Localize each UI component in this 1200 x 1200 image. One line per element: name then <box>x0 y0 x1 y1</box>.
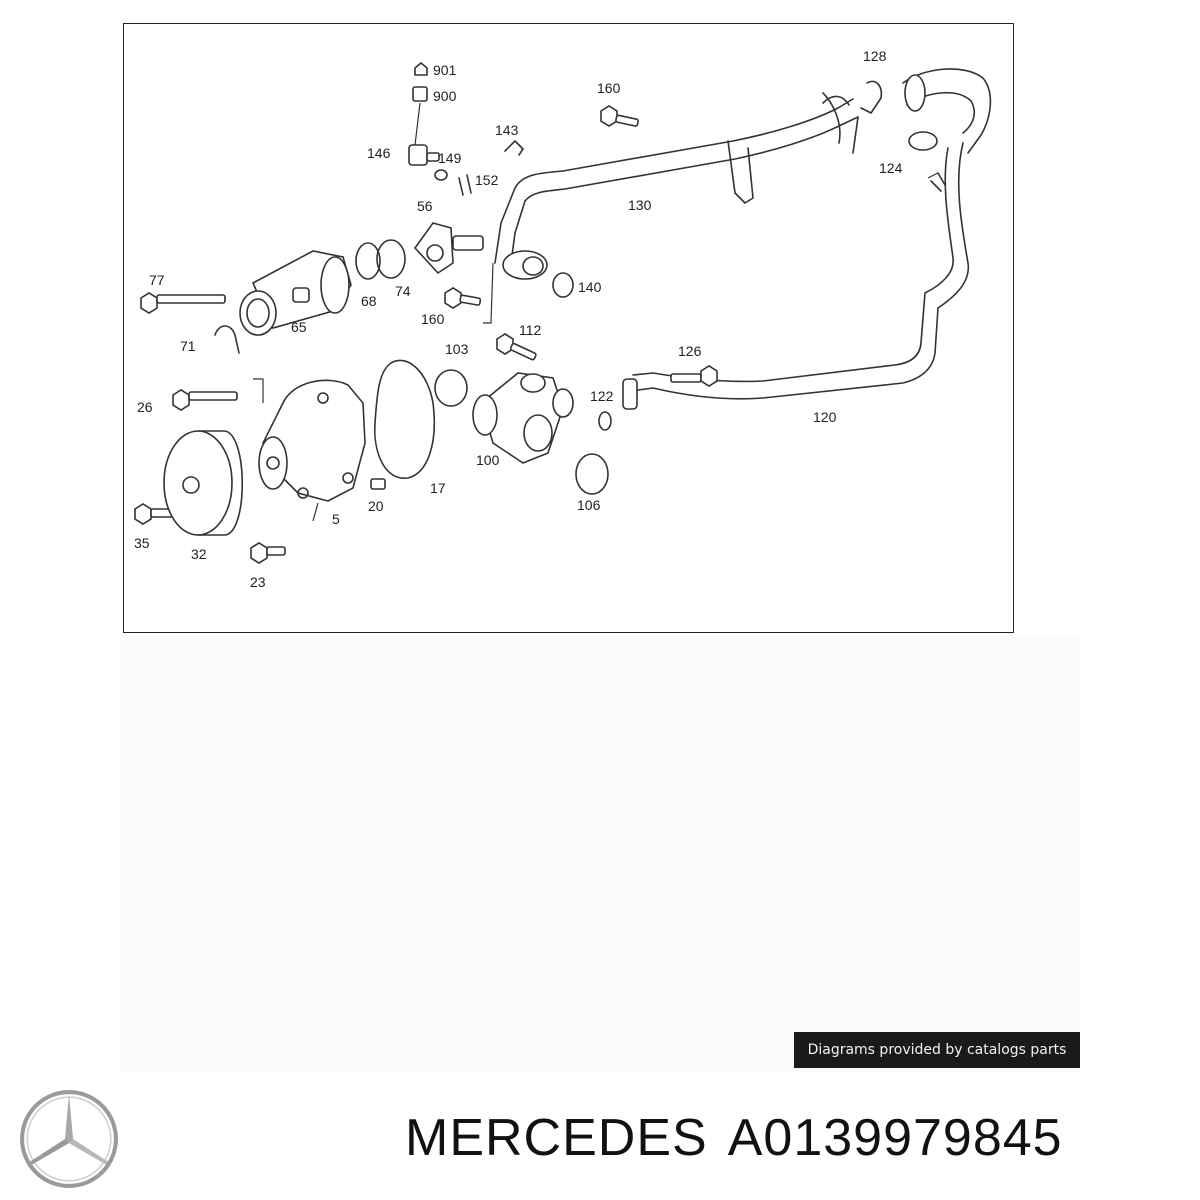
part-number-label: 68 <box>361 293 377 309</box>
part-number-label: 56 <box>417 198 433 214</box>
part-number-label: 160 <box>421 311 445 327</box>
leader-line-5 <box>312 502 319 522</box>
part-number-label: 71 <box>180 338 196 354</box>
part-number-label: 122 <box>590 388 614 404</box>
part-number-label: 103 <box>445 341 469 357</box>
part-number-label: 23 <box>250 574 266 590</box>
pulley-32 <box>163 430 243 536</box>
part-number-label: 143 <box>495 122 519 138</box>
part-number-label: 140 <box>578 279 602 295</box>
part-number-label: 146 <box>367 145 391 161</box>
bolt-23 <box>250 542 286 564</box>
seal-140 <box>552 272 574 298</box>
thermostat-56 <box>413 222 484 275</box>
clip-143 <box>504 140 524 156</box>
part-number-label: 20 <box>368 498 384 514</box>
brand-name: MERCEDES <box>405 1109 708 1167</box>
part-number-label: 126 <box>678 343 702 359</box>
part-number-label: 5 <box>332 511 340 527</box>
leader-line-160 <box>483 262 494 324</box>
seal-106 <box>575 453 609 495</box>
part-number-label: 32 <box>191 546 207 562</box>
part-number-label: 17 <box>430 480 446 496</box>
bolt-160-mid <box>444 287 482 309</box>
part-number-label: 152 <box>475 172 499 188</box>
bolt-77 <box>140 292 226 314</box>
part-number-label: 120 <box>813 409 837 425</box>
part-number-label: 74 <box>395 283 411 299</box>
bolt-126 <box>670 365 718 387</box>
part-number-label: 35 <box>134 535 150 551</box>
connector-100 <box>472 372 574 464</box>
bolt-35 <box>134 503 174 525</box>
clip-152 <box>458 174 472 196</box>
parts-diagram: 901 900 160 143 128 146 149 152 124 56 1… <box>134 48 992 590</box>
part-number-label: 160 <box>597 80 621 96</box>
part-number-label: 901 <box>433 62 457 78</box>
bolt-26 <box>172 389 238 411</box>
part-number-label: 26 <box>137 399 153 415</box>
seal-74 <box>376 239 406 279</box>
seal-149 <box>434 169 448 181</box>
part-number-label: 124 <box>879 160 903 176</box>
part-number-label: 112 <box>519 322 542 338</box>
gasket-17 <box>374 359 436 479</box>
pipe-120 <box>622 142 969 410</box>
hose-128 <box>822 68 992 154</box>
bolt-160-top <box>600 105 639 127</box>
bolt-112 <box>496 333 537 361</box>
seal-68 <box>355 242 381 280</box>
diagram-background-area <box>120 635 1080 1072</box>
water-pump-5 <box>258 379 366 502</box>
leader-line-26 <box>253 378 264 403</box>
pin-20 <box>370 478 386 490</box>
temp-sensor-146 <box>408 62 440 166</box>
clip-71 <box>214 325 240 354</box>
part-number-label: 77 <box>149 272 165 288</box>
leader-line-124 <box>927 172 939 179</box>
part-number-label: 106 <box>577 497 601 513</box>
coolant-pipe-130 <box>494 92 859 280</box>
part-title: MERCEDES A0139979845 <box>405 1108 1083 1168</box>
thermostat-housing-65 <box>239 250 352 336</box>
diagram-credit-banner: Diagrams provided by catalogs parts <box>794 1032 1080 1068</box>
mercedes-star-logo <box>20 1090 118 1188</box>
part-number-label: 128 <box>863 48 887 64</box>
part-code: A0139979845 <box>727 1109 1063 1167</box>
seal-122 <box>598 411 612 431</box>
part-number-label: 100 <box>476 452 500 468</box>
part-number-label: 130 <box>628 197 652 213</box>
part-number-label: 65 <box>291 319 307 335</box>
part-number-label: 149 <box>438 150 462 166</box>
seal-103 <box>434 369 468 407</box>
part-number-label: 900 <box>433 88 457 104</box>
